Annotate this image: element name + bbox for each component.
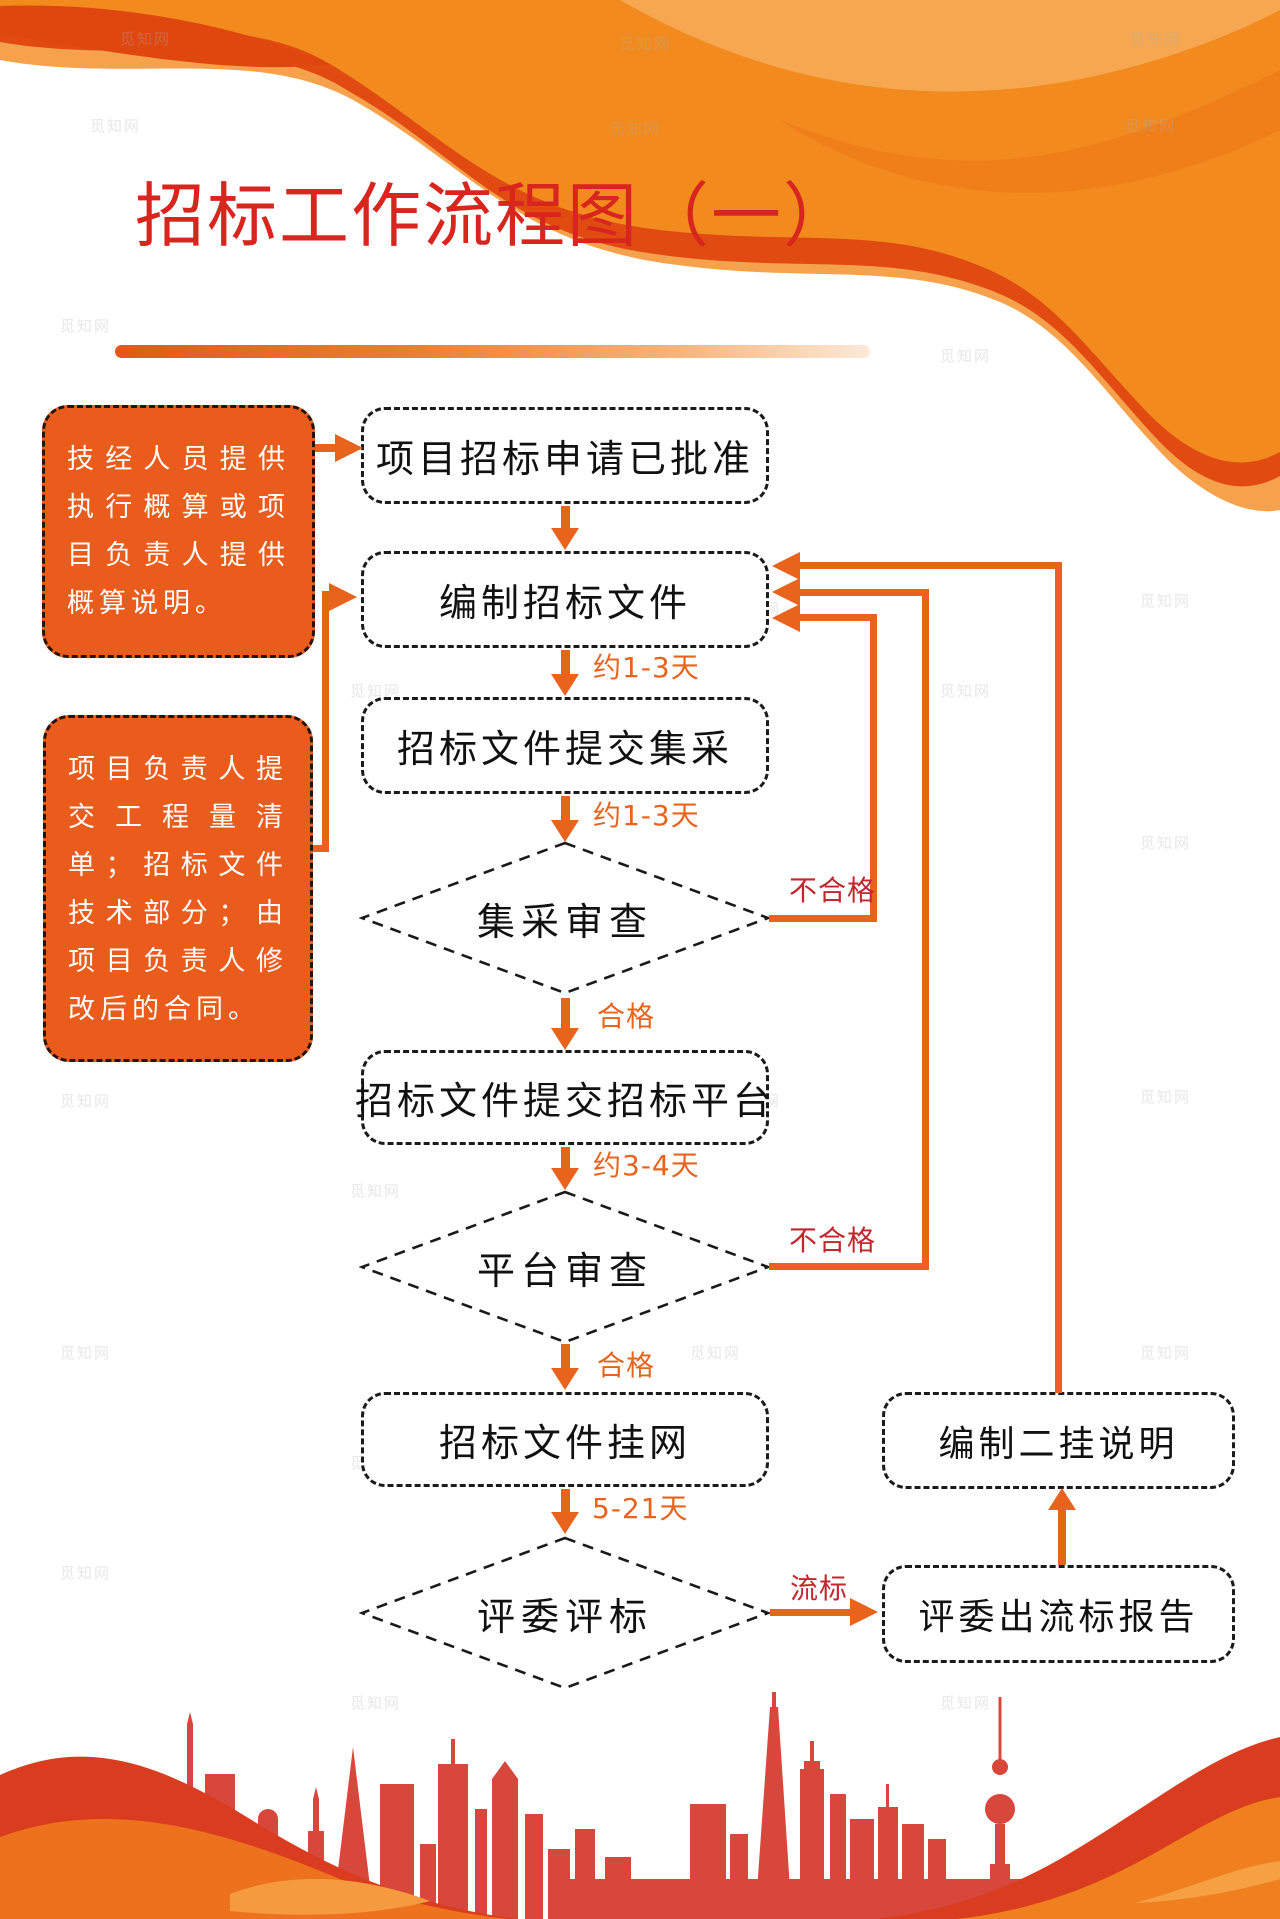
watermark-text: 觅知网: [620, 35, 672, 53]
connector-line: [800, 614, 870, 621]
watermark-text: 觅知网: [1130, 30, 1182, 48]
watermark-text: 觅知网: [350, 1694, 402, 1712]
watermark-text: 觅知网: [350, 682, 402, 700]
arrow-left-icon: [772, 578, 800, 606]
arrow-shaft: [561, 506, 570, 530]
connector-line: [1055, 562, 1062, 1393]
page-title: 招标工作流程图（一）: [135, 175, 855, 257]
arrow-down-icon: [551, 674, 579, 696]
arrow-down-icon: [551, 1168, 579, 1190]
arrow-right-icon: [850, 1598, 878, 1626]
arrow-left-icon: [772, 552, 800, 580]
connector-line: [322, 591, 329, 852]
connector-line: [800, 562, 1055, 569]
node-approved: 项目招标申请已批准: [361, 407, 769, 504]
connector-line: [922, 589, 929, 1270]
node-submit-jicai: 招标文件提交集采: [361, 697, 769, 794]
skyline-silhouette: [105, 1692, 1272, 1919]
watermark-text: 觅知网: [610, 120, 662, 138]
watermark-text: 觅知网: [690, 1344, 742, 1362]
arrow-shaft: [561, 1344, 570, 1370]
decision-platform-review: 平台审查: [359, 1189, 771, 1345]
wave-right-front: [956, 1797, 1280, 1919]
node-failed-bid-report: 评委出流标报告: [882, 1565, 1235, 1663]
diamond-outline: [359, 1190, 771, 1344]
decision-bid-evaluation: 评委评标: [359, 1535, 771, 1691]
edge-label-days: 约1-3天: [593, 651, 700, 684]
watermark-text: 觅知网: [120, 30, 172, 48]
watermark-text: 觅知网: [60, 317, 112, 335]
node-submit-platform: 招标文件提交招标平台: [355, 1050, 771, 1145]
node-second-listing-note: 编制二挂说明: [882, 1392, 1235, 1489]
edge-label-pass: 合格: [597, 1349, 656, 1382]
decision-label: 评委评标: [476, 1594, 653, 1639]
watermark-text: 觅知网: [1140, 834, 1192, 852]
connector-line: [769, 915, 877, 922]
arrow-shaft: [561, 1489, 570, 1512]
arrow-down-icon: [551, 528, 579, 550]
connector-line: [800, 589, 922, 596]
city-skyline-wave: [0, 1692, 1280, 1919]
watermark-text: 觅知网: [60, 1344, 112, 1362]
arrow-right-icon: [329, 583, 357, 611]
edge-label-flow-fail: 流标: [790, 1572, 849, 1605]
decision-label: 平台审查: [476, 1248, 653, 1293]
watermark-text: 觅知网: [60, 1564, 112, 1582]
edge-label-pass: 合格: [597, 1000, 656, 1033]
watermark-text: 觅知网: [940, 347, 992, 365]
connector-line: [870, 614, 877, 922]
node-compile-docs: 编制招标文件: [361, 551, 769, 648]
connector-line: [769, 1263, 929, 1270]
arrow-shaft: [1058, 1508, 1066, 1565]
decision-jicai-review: 集采审查: [359, 840, 771, 996]
arrow-shaft: [561, 998, 570, 1028]
watermark-text: 觅知网: [940, 1694, 992, 1712]
wave-right-highlight: [1135, 1861, 1280, 1903]
diamond-outline: [359, 1536, 771, 1690]
arrow-shaft: [561, 1147, 570, 1170]
watermark-text: 觅知网: [60, 1092, 112, 1110]
edge-label-fail: 不合格: [789, 874, 877, 907]
arrow-down-icon: [551, 1028, 579, 1050]
title-underline: [115, 345, 870, 358]
arrow-down-icon: [551, 1512, 579, 1534]
watermark-text: 觅知网: [1125, 117, 1177, 135]
arrow-right-icon: [335, 434, 363, 462]
edge-label-fail: 不合格: [789, 1224, 877, 1257]
node-publish-online: 招标文件挂网: [361, 1392, 769, 1487]
wave-left-back: [0, 1756, 560, 1919]
note-documents: 项目负责人提交工程量清单；招标文件技术部分；由项目负责人修改后的合同。: [43, 715, 313, 1062]
note-budget: 技经人员提供执行概算或项目负责人提供概算说明。: [42, 405, 315, 658]
connector-line: [313, 845, 329, 852]
wave-left-front: [0, 1818, 620, 1919]
wave-left-highlight: [230, 1878, 430, 1915]
arrow-shaft: [315, 444, 339, 452]
arrow-shaft: [770, 1609, 852, 1616]
watermark-text: 觅知网: [350, 1182, 402, 1200]
arrow-left-icon: [772, 604, 800, 632]
arrow-down-icon: [551, 1368, 579, 1390]
arrow-shaft: [561, 650, 570, 676]
watermark-text: 觅知网: [940, 682, 992, 700]
arrow-shaft: [561, 796, 570, 822]
watermark-text: 觅知网: [90, 117, 142, 135]
edge-label-days: 约1-3天: [593, 799, 700, 832]
decision-label: 集采审查: [476, 899, 653, 944]
watermark-text: 觅知网: [1140, 1344, 1192, 1362]
arrow-down-icon: [551, 820, 579, 842]
watermark-text: 觅知网: [1140, 1088, 1192, 1106]
watermark-text: 觅知网: [1140, 592, 1192, 610]
diamond-outline: [359, 841, 771, 995]
arrow-up-icon: [1048, 1488, 1076, 1510]
edge-label-days: 约3-4天: [593, 1149, 700, 1182]
edge-label-days: 5-21天: [592, 1492, 689, 1525]
wave-right-back: [874, 1737, 1280, 1919]
